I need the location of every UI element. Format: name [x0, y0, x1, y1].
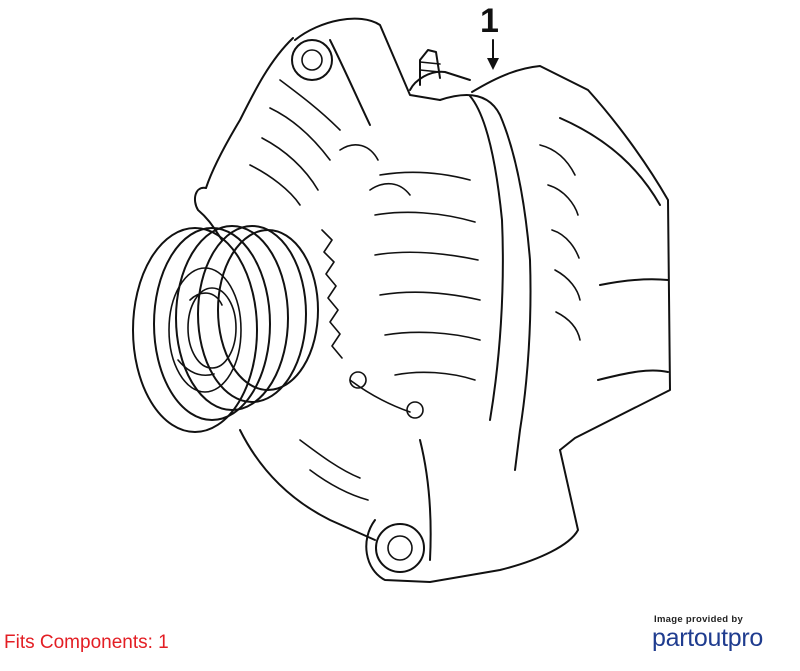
logo-out: out [693, 624, 728, 652]
partoutpro-logo: Image provided by partoutpro [652, 614, 792, 651]
callout-number: 1 [480, 2, 499, 40]
logo-pro: pro [727, 624, 764, 652]
fits-components-text: Fits Components: 1 [4, 632, 169, 653]
alternator-pulley [132, 225, 343, 433]
image-provided-by-label: Image provided by [654, 614, 744, 625]
logo-wordmark: partoutpro [652, 625, 792, 651]
logo-part: part [652, 624, 694, 652]
callout-arrow [487, 39, 499, 70]
alternator-housing [193, 17, 671, 583]
